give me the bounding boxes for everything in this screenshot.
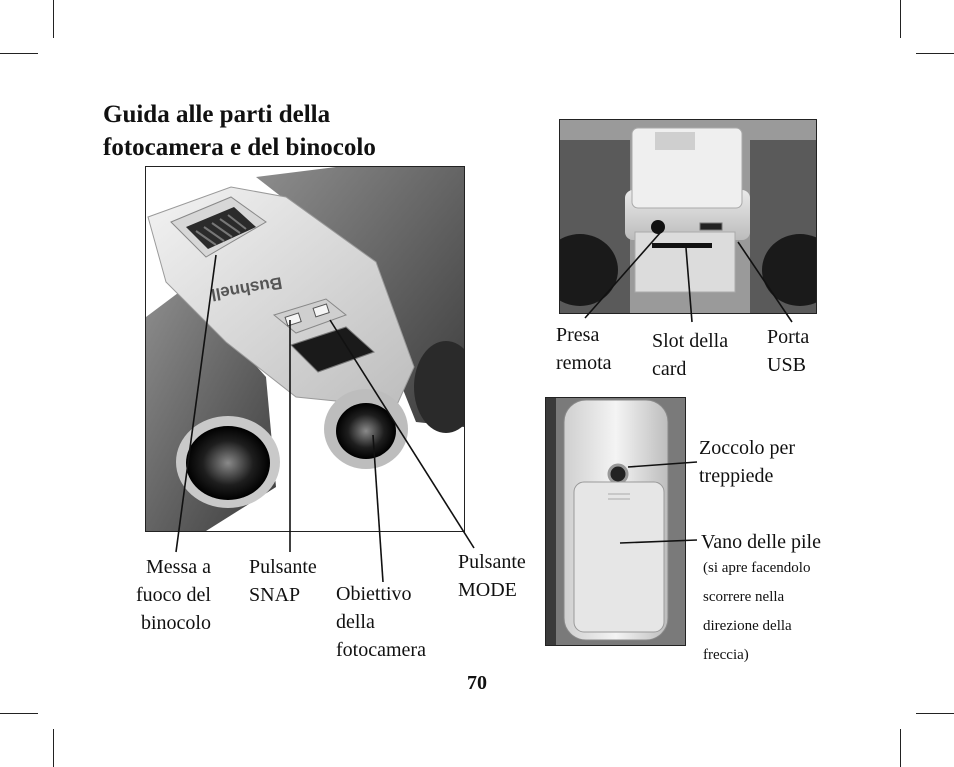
leader-tripod (627, 461, 698, 468)
leader-lens (372, 434, 384, 583)
label-battery: Vano delle pile (701, 531, 821, 553)
label-card-line: Slot della (652, 330, 729, 352)
label-battery-note-line: direzione della (703, 618, 792, 634)
crop-mark-br-v (900, 729, 901, 767)
label-battery-note-line: scorrere nella (703, 589, 785, 605)
connector-photo (559, 119, 817, 314)
back-illustration (546, 398, 685, 645)
label-card-line: card (652, 358, 687, 380)
label-focus-line: binocolo (141, 612, 211, 634)
crop-mark-tl-h (0, 53, 38, 54)
leader-card (685, 247, 693, 323)
label-remote: Presa remota (556, 321, 612, 377)
label-tripod-line: treppiede (699, 465, 774, 487)
binocular-top-photo: Bushnell (145, 166, 465, 532)
label-lens: Obiettivo della fotocamera (336, 580, 426, 664)
label-lens-line: fotocamera (336, 639, 426, 661)
crop-mark-bl-h (0, 713, 38, 714)
label-snap: Pulsante SNAP (249, 553, 317, 609)
label-lens-line: Obiettivo (336, 583, 412, 605)
crop-mark-bl-v (53, 729, 54, 767)
leader-battery (619, 539, 698, 544)
label-mode-line: Pulsante (458, 551, 526, 573)
title-line-2: fotocamera e del binocolo (103, 134, 376, 161)
page-number: 70 (467, 672, 487, 694)
label-mode: Pulsante MODE (458, 548, 526, 604)
leader-usb (737, 241, 793, 323)
label-mode-line: MODE (458, 579, 517, 601)
label-tripod-line: Zoccolo per (699, 437, 796, 459)
label-usb-line: Porta (767, 326, 810, 348)
label-focus-line: fuoco del (136, 584, 211, 606)
label-snap-line: SNAP (249, 584, 301, 606)
label-usb: Porta USB (767, 323, 809, 379)
page-title: Guida alle parti della fotocamera e del … (103, 98, 463, 164)
label-lens-line: della (336, 611, 375, 633)
label-remote-line: remota (556, 352, 612, 374)
label-remote-line: Presa (556, 324, 600, 346)
label-battery-note-line: freccia) (703, 647, 749, 663)
label-card: Slot della card (652, 327, 728, 383)
crop-mark-br-h (916, 713, 954, 714)
leader-focus (175, 254, 217, 553)
label-usb-line: USB (767, 354, 806, 376)
label-tripod: Zoccolo per treppiede (699, 434, 795, 490)
label-battery-note: (si apre facendolo scorrere nella direzi… (703, 554, 810, 670)
label-battery-note-line: (si apre facendolo (703, 560, 811, 576)
crop-mark-tr-v (900, 0, 901, 38)
label-focus: Messa a fuoco del binocolo (105, 553, 211, 637)
back-photo (545, 397, 686, 646)
crop-mark-tr-h (916, 53, 954, 54)
label-snap-line: Pulsante (249, 556, 317, 578)
title-line-1: Guida alle parti della (103, 101, 331, 128)
label-focus-line: Messa a (146, 556, 211, 578)
leader-remote (584, 232, 661, 319)
binocular-top-illustration: Bushnell (146, 167, 464, 531)
leader-mode (329, 319, 475, 549)
connector-illustration (560, 120, 816, 313)
crop-mark-tl-v (53, 0, 54, 38)
